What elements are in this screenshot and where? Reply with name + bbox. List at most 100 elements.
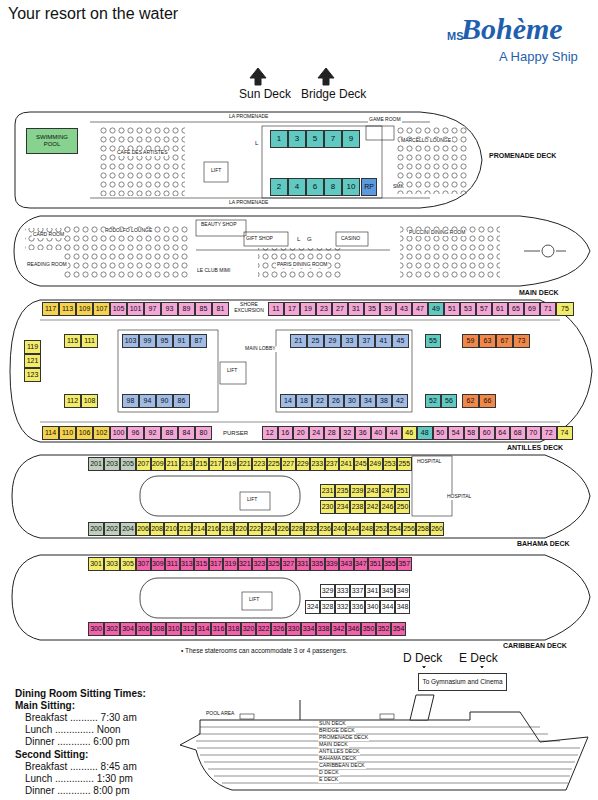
room-number: 73 [518,337,526,345]
room-number: 253 [384,460,396,468]
stateroom-box: 305 [120,557,136,571]
room-number: 103 [125,337,137,345]
stateroom-box: 205 [120,457,136,471]
plan-label: MAIN LOBBY [244,346,277,352]
plan-label: BRIDGE DECK [318,728,356,734]
room-number: 7 [331,135,335,144]
stateroom-box: 230 [320,500,335,514]
stateroom-box: 254 [388,522,402,536]
stateroom-box: 37 [358,334,375,348]
room-number: 337 [352,587,364,595]
room-number: 233 [311,460,323,468]
room-number: 62 [467,397,475,405]
room-number: 221 [239,460,251,468]
room-number: 95 [161,337,169,345]
stateroom-box: 210 [164,522,178,536]
stateroom-box: 242 [365,500,380,514]
stateroom-box: 87 [190,334,207,348]
stateroom-box: 108 [81,394,98,408]
room-number: 234 [337,503,349,511]
plan-label: LIFT [210,168,222,174]
stateroom-box: 106 [76,426,93,440]
room-number: 106 [79,429,91,437]
room-number: 108 [84,397,96,405]
stateroom-box: 321 [238,557,253,571]
stateroom-box: 11 [268,302,284,316]
stateroom-box: 123 [24,368,41,382]
room-number: 39 [384,305,392,313]
stateroom-box: 113 [59,302,76,316]
room-number: 12 [266,429,274,437]
room-number: 53 [464,305,472,313]
room-number: 36 [359,429,367,437]
room-number: 239 [352,487,364,495]
room-number: 305 [122,560,134,568]
stateroom-box: 233 [310,457,325,471]
stateroom-box: 236 [318,522,332,536]
stateroom-box: 340 [365,600,380,614]
text-label: E Deck [458,652,499,666]
room-number: 115 [67,337,78,345]
room-number: 310 [168,625,180,633]
stateroom-box: 16 [278,426,294,440]
room-number: 319 [224,560,236,568]
room-number: 348 [397,603,409,611]
room-number: 110 [62,429,73,437]
room-number: 341 [367,587,379,595]
room-number: 250 [397,503,409,511]
room-number: To Gymnasium and Cinema [422,678,502,685]
stateroom-box: 234 [335,500,350,514]
room-number: 74 [561,429,569,437]
stateroom-box: 3 [288,130,306,148]
stateroom-box: 40 [371,426,387,440]
text-label: Bridge Deck [300,88,367,102]
plan-label: D DECK [318,770,340,776]
room-number: 317 [210,560,222,568]
stateroom-box: 256 [402,522,416,536]
room-number: 330 [288,625,300,633]
room-number: 338 [318,625,330,633]
room-number: 20 [297,429,305,437]
stateroom-box: 216 [206,522,220,536]
room-number: 69 [528,305,536,313]
room-number: 9 [349,135,353,144]
stateroom-box: 346 [346,622,361,636]
stateroom-box: 61 [492,302,508,316]
stateroom-box: 69 [524,302,540,316]
room-number: 312 [183,625,195,633]
stateroom-box: 105 [110,302,127,316]
room-number: 92 [149,429,157,437]
stateroom-box: 229 [296,457,311,471]
stateroom-box: 332 [335,600,350,614]
room-number: 26 [332,397,340,405]
stateroom-box: 224 [262,522,276,536]
room-number: 11 [272,305,279,313]
stateroom-box: 252 [374,522,388,536]
plan-label: PARIS DINING ROOM [276,262,328,268]
stateroom-box: 341 [365,584,380,598]
stateroom-box: 60 [479,426,495,440]
stateroom-box: 23 [316,302,332,316]
stateroom-box: 227 [281,457,296,471]
room-number: 247 [382,487,394,495]
room-number: 54 [452,429,460,437]
stateroom-box: 251 [395,484,410,498]
stateroom-box: 350 [361,622,376,636]
room-number: 323 [253,560,265,568]
stateroom-box: 318 [226,622,241,636]
stateroom-box: 52 [425,394,441,408]
stateroom-box: 67 [496,334,513,348]
room-number: 225 [268,460,280,468]
stateroom-box: 245 [354,457,369,471]
room-number: 49 [432,305,440,313]
stateroom-box: 248 [360,522,374,536]
room-number: 311 [167,560,178,568]
stateroom-box: 86 [173,394,190,408]
stateroom-box: 30 [344,394,360,408]
room-number: 68 [514,429,522,437]
stateroom-box: 237 [325,457,340,471]
stateroom-box: 220 [234,522,248,536]
stateroom-box: 215 [194,457,209,471]
room-number: 14 [284,397,292,405]
stateroom-box: 114 [42,426,59,440]
